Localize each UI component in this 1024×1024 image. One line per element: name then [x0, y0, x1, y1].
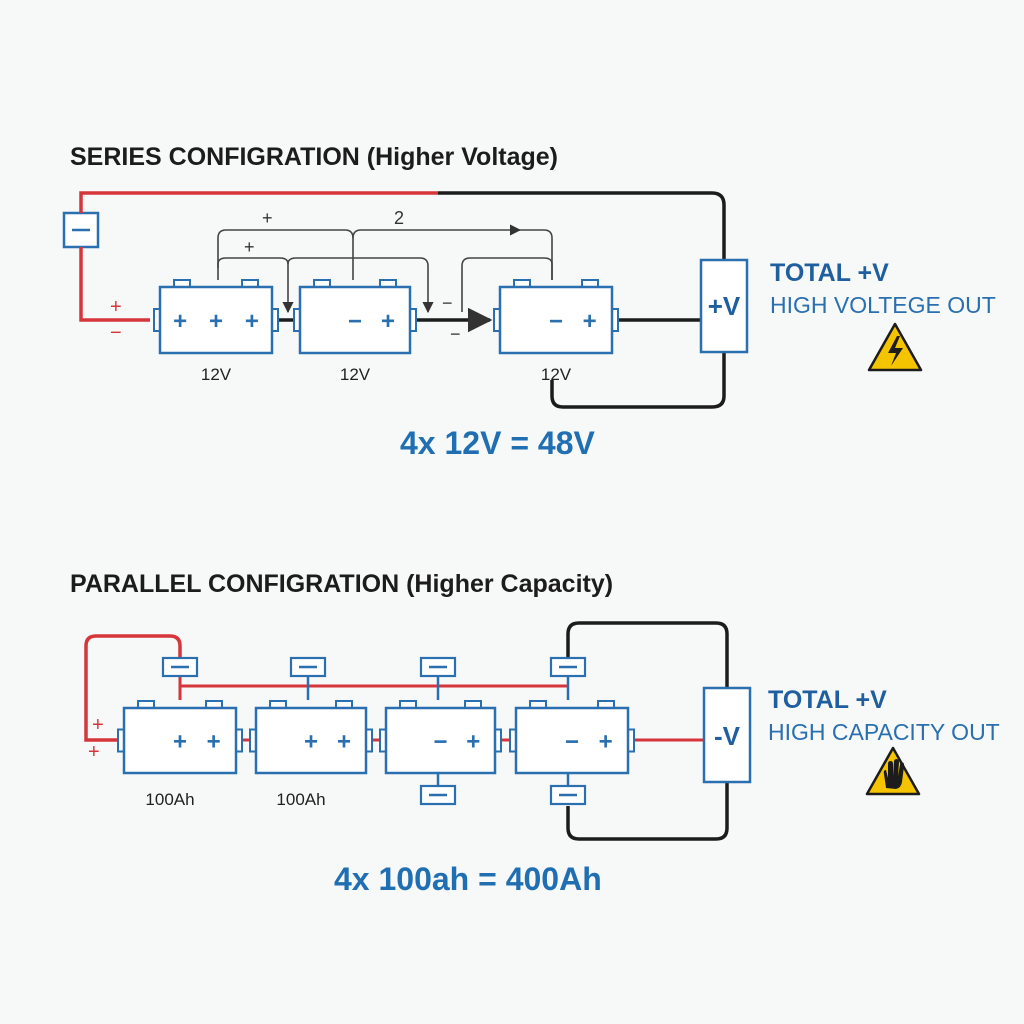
negative-terminal-cap [419, 656, 457, 678]
series-negative-wire-top [438, 191, 726, 260]
negative-terminal-cap [289, 656, 327, 678]
series-top-bracket-1 [217, 229, 354, 280]
negative-terminal-cap [549, 656, 587, 678]
series-top-arrow [352, 224, 522, 239]
battery: −+ [493, 279, 619, 355]
series-title: SERIES CONFIGRATION (Higher Voltage) [70, 143, 558, 171]
parallel-bottom-terminal-caps [419, 773, 587, 806]
parallel-output-box: -V [702, 686, 752, 784]
parallel-formula: 4x 100ah = 400Ah [334, 861, 602, 897]
series-return-wire [550, 352, 726, 409]
series-batteries: +++12V−+12V−+12V [153, 279, 619, 384]
battery-rating-label: 100Ah [145, 790, 194, 809]
series-positive-wire-top [79, 191, 438, 213]
series-negative-terminal-box [62, 211, 100, 249]
negative-terminal-cap [549, 784, 587, 806]
battery: ++ [249, 700, 373, 775]
parallel-title: PARALLEL CONFIGRATION (Higher Capacity) [70, 570, 613, 598]
series-section: SERIES CONFIGRATION (Higher Voltage) + −… [62, 143, 996, 461]
hand-warning-icon [865, 746, 921, 796]
series-formula: 4x 12V = 48V [400, 425, 595, 461]
parallel-output-label: -V [714, 721, 741, 751]
battery-polarity-sign: − [549, 308, 563, 335]
negative-terminal-cap [419, 784, 457, 806]
parallel-bus-drops [178, 677, 570, 700]
battery-body [514, 706, 630, 775]
series-top-mark-1: + [262, 208, 273, 228]
parallel-section: PARALLEL CONFIGRATION (Higher Capacity) … [70, 570, 1000, 897]
parallel-positive-loop [84, 634, 182, 742]
battery-polarity-sign: + [337, 729, 351, 756]
battery-polarity-sign: + [209, 308, 223, 335]
battery-body [298, 285, 412, 355]
battery-body [498, 285, 614, 355]
parallel-batteries: ++100Ah++100Ah−+−+ [117, 700, 635, 809]
series-between-mark-2: − [450, 324, 461, 344]
battery-polarity-sign: + [173, 729, 187, 756]
series-output-box: +V [699, 258, 749, 354]
battery-rating-label: 12V [541, 365, 572, 384]
series-side-mark-plus: + [110, 296, 122, 318]
series-total-subtitle: HIGH VOLTEGE OUT [770, 292, 996, 318]
series-output-label: +V [708, 291, 741, 321]
battery-polarity-sign: + [599, 729, 613, 756]
parallel-top-terminal-caps [161, 656, 587, 678]
series-total-title: TOTAL +V [770, 259, 889, 287]
battery-polarity-sign: + [466, 729, 480, 756]
battery: −+ [293, 279, 417, 355]
series-inner-bracket-2 [287, 257, 434, 314]
series-between-mark-1: − [442, 293, 453, 313]
battery-polarity-sign: + [583, 308, 597, 335]
battery: −+ [379, 700, 502, 775]
negative-terminal-cap [161, 656, 199, 678]
battery-rating-label: 12V [201, 365, 232, 384]
battery: + + + [153, 279, 279, 355]
series-inner-bracket-3 [461, 257, 553, 312]
battery-polarity-sign: − [565, 729, 579, 756]
series-top-mark-3: + [244, 237, 255, 257]
battery-body [122, 706, 238, 775]
battery-body [158, 285, 274, 355]
battery-polarity-sign: + [207, 729, 221, 756]
series-top-bracket-2 [520, 229, 553, 280]
battery-polarity-sign: + [381, 308, 395, 335]
parallel-negative-loop-bottom [566, 782, 729, 841]
battery-polarity-sign: − [433, 729, 447, 756]
battery-rating-label: 100Ah [276, 790, 325, 809]
battery-polarity-sign: + [304, 729, 318, 756]
battery: ++ [117, 700, 243, 775]
series-side-mark-minus: − [110, 322, 122, 344]
parallel-total-subtitle: HIGH CAPACITY OUT [768, 719, 1000, 745]
parallel-side-mark-1: + [92, 714, 104, 736]
battery-body [384, 706, 497, 775]
parallel-side-mark-2: + [88, 741, 100, 763]
battery-polarity-sign: + [173, 308, 187, 335]
battery-polarity-sign: − [348, 308, 362, 335]
battery-polarity-sign: + [245, 308, 259, 335]
parallel-total-title: TOTAL +V [768, 686, 887, 714]
battery: −+ [509, 700, 635, 775]
battery-body [254, 706, 368, 775]
battery-rating-label: 12V [340, 365, 371, 384]
series-positive-wire-left [79, 247, 150, 322]
series-top-mark-2: 2 [394, 208, 404, 228]
high-voltage-warning-icon [867, 322, 923, 372]
parallel-negative-loop-top [566, 621, 729, 688]
